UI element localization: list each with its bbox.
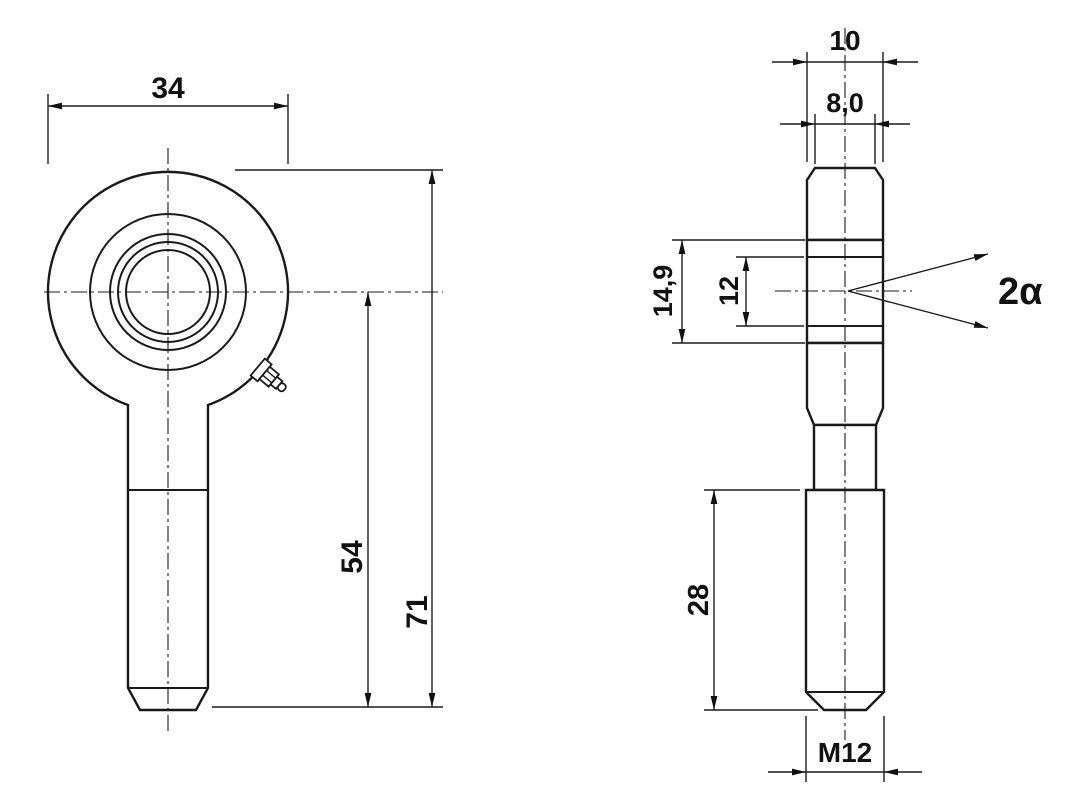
dim-label-71: 71 <box>401 595 434 628</box>
side-view <box>775 28 912 740</box>
dim-head-thickness: 10 <box>772 25 918 162</box>
angle-leg <box>847 253 989 292</box>
dim-label-10: 10 <box>829 25 860 56</box>
dim-bore: 12 <box>714 256 804 327</box>
dim-thread-size: M12 <box>768 716 922 782</box>
dim-label-2alpha: 2α <box>998 271 1043 313</box>
dim-inner-width: 8,0 <box>780 88 910 164</box>
dim-thread-length: 28 <box>683 489 818 711</box>
dim-label-34: 34 <box>151 72 185 105</box>
grease-nipple <box>249 357 287 393</box>
dim-tilt-angle: 2α <box>847 253 1043 329</box>
dim-label-14-9: 14,9 <box>648 265 678 318</box>
dim-label-28: 28 <box>683 584 715 616</box>
dim-center-to-bottom: 54 <box>336 292 372 707</box>
dim-head-width: 34 <box>47 72 289 164</box>
dim-outer-ring-height: 14,9 <box>648 239 805 344</box>
front-view-dimensions: 34 54 71 <box>47 72 443 708</box>
front-view <box>44 148 443 733</box>
angle-leg <box>847 290 989 329</box>
dim-label-12: 12 <box>714 276 744 306</box>
dim-label-m12: M12 <box>818 737 872 768</box>
side-view-dimensions: 10 8,0 14,9 12 2α <box>648 25 1043 782</box>
dim-label-54: 54 <box>336 540 369 574</box>
dim-overall-length: 71 <box>212 169 443 708</box>
dim-label-8-0: 8,0 <box>826 88 864 118</box>
